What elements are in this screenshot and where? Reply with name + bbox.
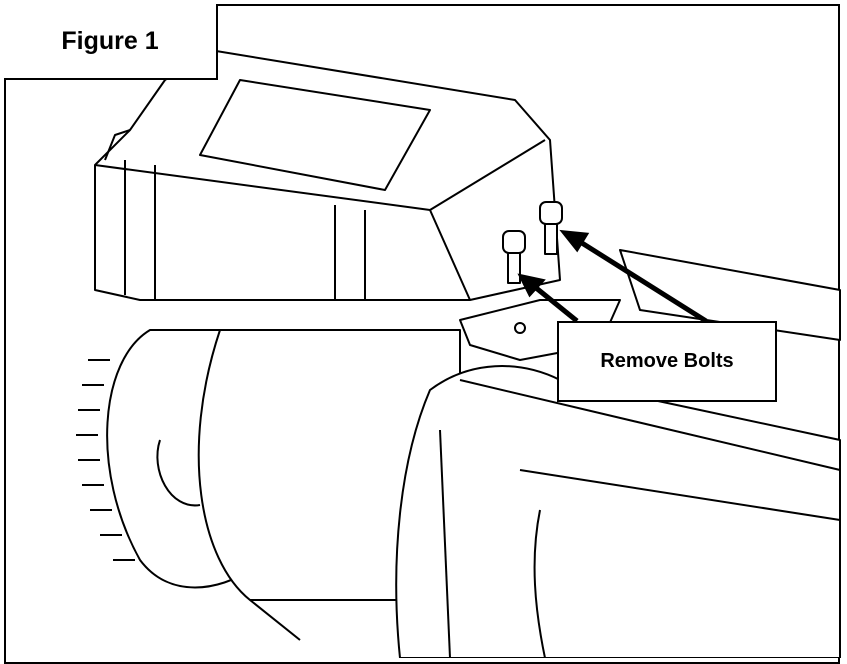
figure-title: Figure 1: [4, 4, 218, 80]
arrow-to-right-bolt: [572, 235, 708, 324]
control-box: [94, 49, 561, 301]
drum-frame: [395, 249, 841, 658]
bolt-left: [502, 230, 526, 284]
bolt-right: [539, 201, 563, 255]
arrow-to-left-bolt: [528, 281, 579, 323]
remove-bolts-callout: Remove Bolts: [557, 321, 777, 402]
motor-body: [197, 329, 461, 641]
